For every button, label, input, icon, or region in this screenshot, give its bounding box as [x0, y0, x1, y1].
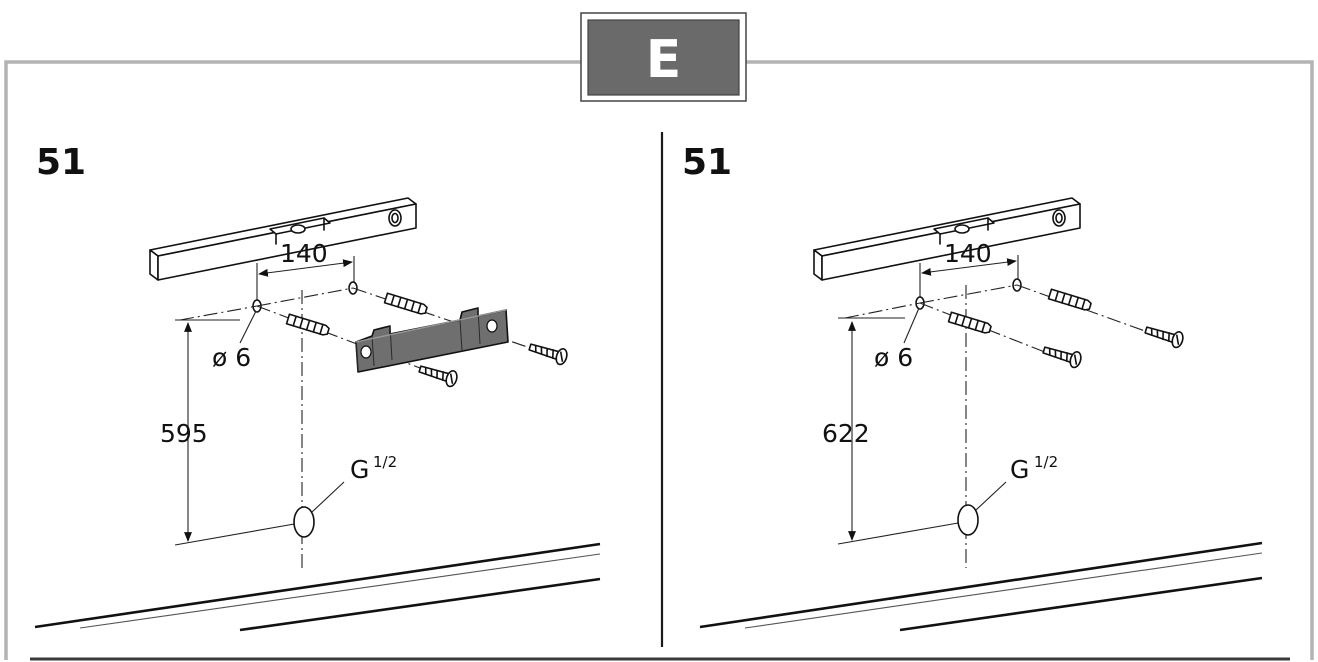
hole-diameter-label: ø 6 — [874, 343, 913, 372]
spacing-label: 140 — [280, 239, 328, 268]
connection-fraction: 1/2 — [373, 453, 397, 471]
section-badge: E — [580, 12, 747, 102]
screw — [416, 360, 460, 389]
connection-letter: G — [350, 455, 369, 484]
worktop-lines — [699, 541, 1263, 632]
section-number: 51 — [36, 142, 86, 183]
screw — [1142, 321, 1186, 350]
height-label: 595 — [160, 419, 208, 448]
height-dimension: 622 — [822, 317, 965, 545]
height-label: 622 — [822, 419, 870, 448]
wall-plug — [383, 292, 429, 316]
wall-plug — [1047, 288, 1093, 312]
spacing-label: 140 — [944, 239, 992, 268]
outer-frame — [4, 60, 1314, 660]
spacing-dimension: 140 — [919, 239, 1019, 300]
panel-right: 51 140 ø 6 6 — [682, 142, 1263, 632]
water-connection: G 1/2 — [293, 453, 397, 538]
connection-fraction: 1/2 — [1034, 453, 1058, 471]
panel-left: 51 140 ø 6 — [34, 142, 601, 632]
screw — [1040, 341, 1084, 370]
height-dimension: 595 — [160, 319, 301, 546]
connection-letter: G — [1010, 455, 1029, 484]
section-number: 51 — [682, 142, 732, 183]
drill-holes — [844, 278, 1171, 568]
water-connection: G 1/2 — [957, 453, 1058, 536]
worktop-lines — [34, 542, 601, 632]
mounting-bracket — [355, 307, 509, 373]
wall-plug — [285, 313, 331, 337]
badge-letter: E — [646, 30, 682, 90]
screw — [526, 338, 570, 367]
wall-plug — [947, 311, 993, 335]
hole-diameter-label: ø 6 — [212, 343, 251, 372]
